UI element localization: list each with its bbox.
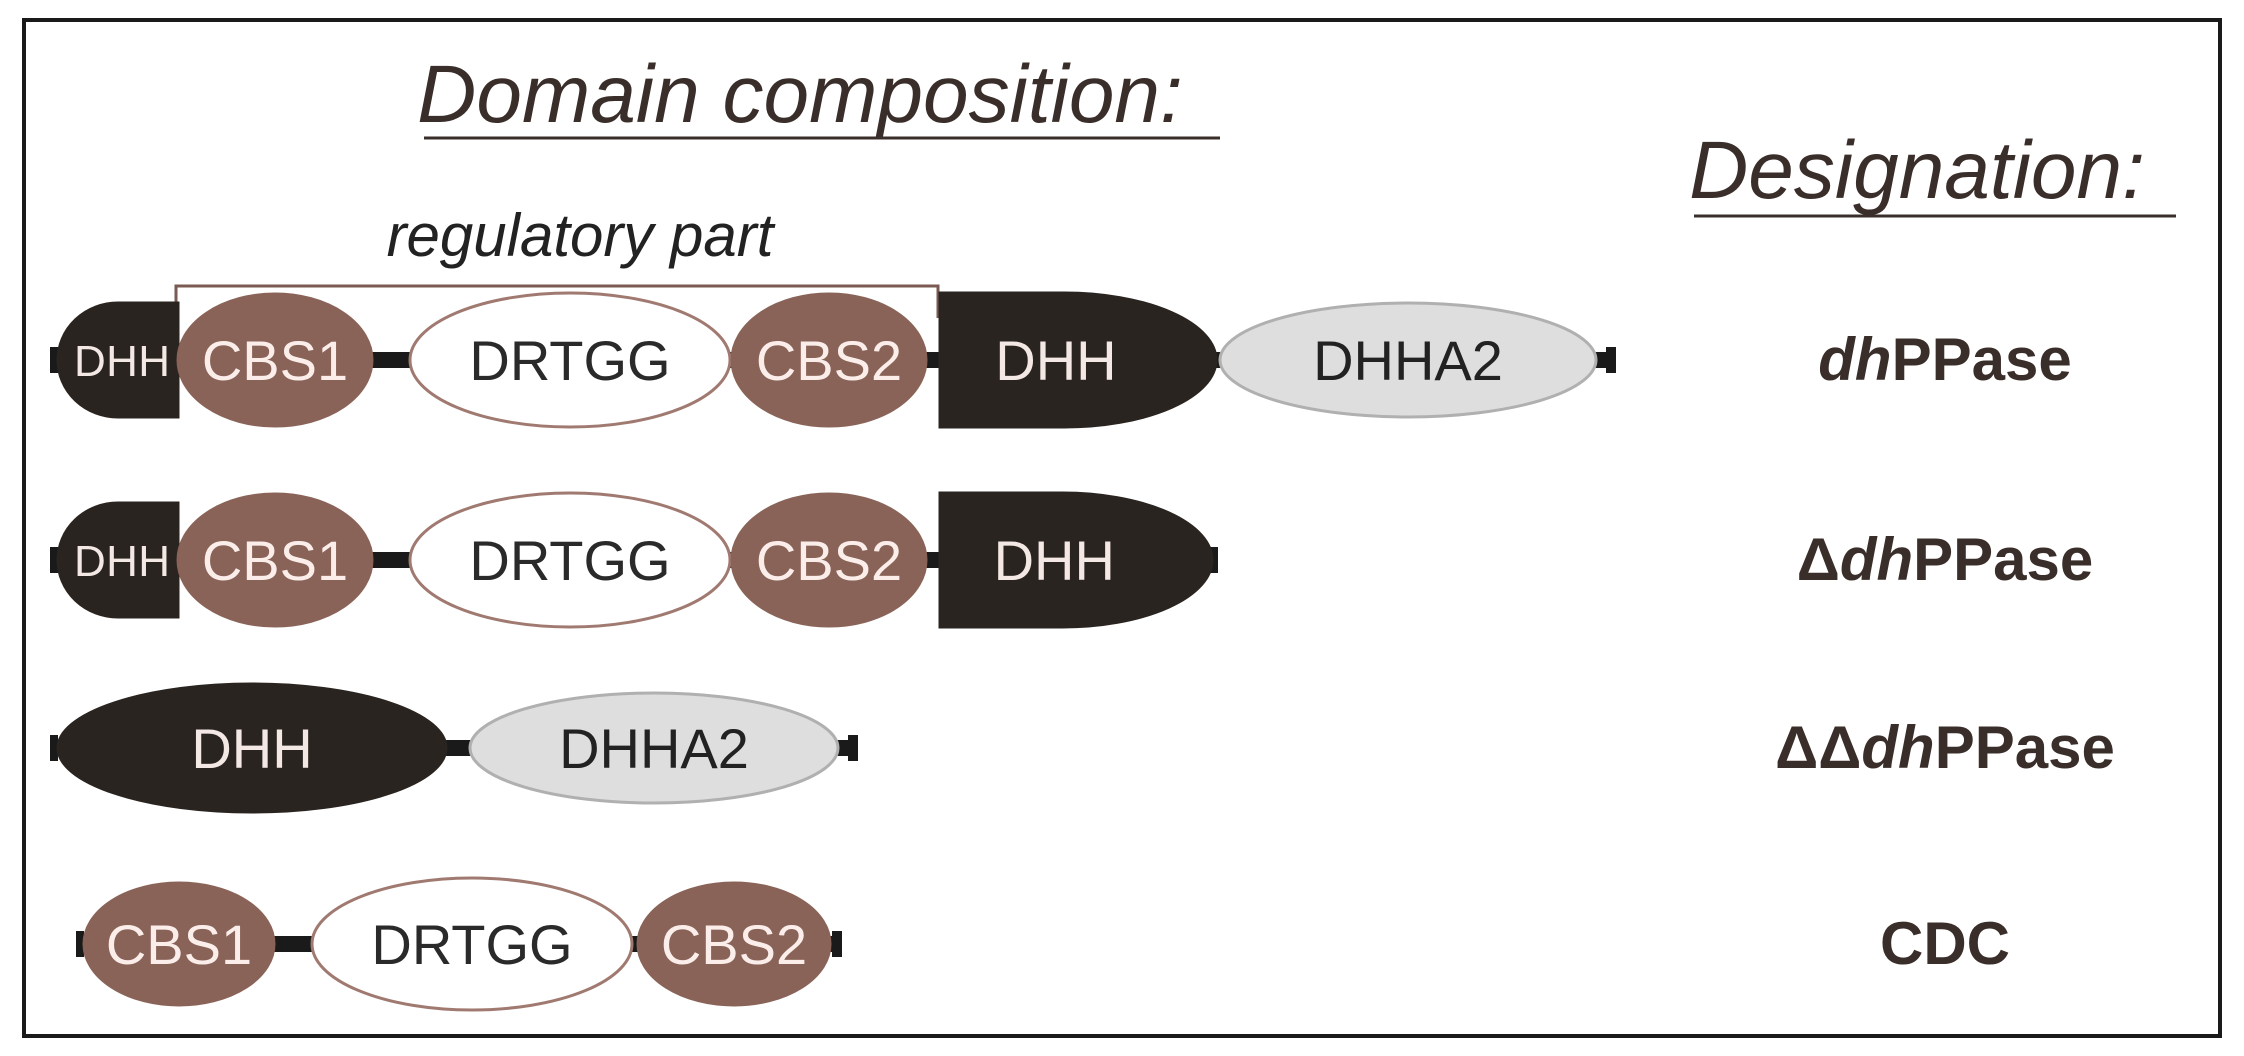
domain-label-cbs1: CBS1	[106, 913, 252, 976]
terminus-c	[1606, 347, 1616, 373]
domain-cbs2-shape	[636, 881, 832, 1007]
domain-cbs2-shape	[730, 492, 928, 628]
domain-label-dhh: DHH	[74, 537, 170, 586]
domain-cbs1-shape	[82, 881, 276, 1007]
domain-label-drtgg: DRTGG	[469, 529, 670, 592]
construct-row-delta-delta-dhppase: DHH DHHA2 ΔΔdhPPase	[50, 682, 2115, 814]
construct-row-delta-dhppase: DHH CBS1 DRTGG CBS2 DHH ΔdhPPase	[50, 491, 2094, 629]
regulatory-part-label: regulatory part	[387, 202, 776, 269]
domain-label-dhh: DHH	[994, 529, 1115, 592]
domain-dhh-shape	[938, 491, 1214, 629]
domain-label-cbs2: CBS2	[756, 329, 902, 392]
designation-delta-delta-dhppase: ΔΔdhPPase	[1775, 714, 2115, 781]
designation-prefix: Δ	[1797, 526, 1840, 593]
designation-italic: dh	[1861, 714, 1934, 781]
designation-suffix: PPase	[1892, 326, 2072, 393]
domain-drtgg-shape	[408, 291, 732, 429]
domain-label-dhh: DHH	[191, 717, 312, 780]
domain-dhha2-shape	[1218, 301, 1598, 419]
designation-heading: Designation:	[1689, 125, 2145, 216]
domain-label-cbs1: CBS1	[202, 529, 348, 592]
designation-suffix: PPase	[1935, 714, 2115, 781]
domain-dhh-shape	[56, 301, 180, 419]
terminus-n	[50, 735, 58, 761]
designation-delta-dhppase: ΔdhPPase	[1797, 526, 2094, 593]
designation-prefix: ΔΔ	[1775, 714, 1861, 781]
domain-label-cbs2: CBS2	[756, 529, 902, 592]
domain-dhh-shape	[56, 501, 180, 619]
domain-drtgg-shape	[408, 491, 732, 629]
domain-label-cbs1: CBS1	[202, 329, 348, 392]
designation-cdc: CDC	[1880, 910, 2010, 977]
domain-label-dhha2: DHHA2	[1313, 329, 1503, 392]
construct-row-cdc: CBS1 DRTGG CBS2 CDC	[76, 876, 2010, 1012]
terminus-n	[76, 931, 84, 957]
domain-dhh-shape	[56, 682, 448, 814]
domain-label-dhh: DHH	[74, 337, 170, 386]
terminus-c	[832, 931, 842, 957]
domain-label-drtgg: DRTGG	[469, 329, 670, 392]
domain-dhh-shape	[938, 291, 1218, 429]
domain-composition-title: Domain composition:	[417, 49, 1183, 140]
domain-label-cbs2: CBS2	[661, 913, 807, 976]
domain-drtgg-shape	[310, 876, 634, 1012]
terminus-n	[50, 347, 58, 373]
domain-cbs1-shape	[176, 292, 374, 428]
terminus-c	[848, 735, 858, 761]
terminus-n	[50, 547, 58, 573]
domain-dhha2-shape	[468, 691, 840, 805]
designation-italic: dh	[1818, 326, 1891, 393]
domain-label-dhha2: DHHA2	[559, 717, 749, 780]
domain-label-dhh: DHH	[995, 329, 1116, 392]
designation-italic: dh	[1840, 526, 1913, 593]
designation-suffix: CDC	[1880, 910, 2010, 977]
construct-row-dhppase: DHH CBS1 DRTGG CBS2 DHH DHHA2 dhPPase	[50, 291, 2072, 429]
designation-dhppase: dhPPase	[1818, 326, 2071, 393]
domain-cbs2-shape	[730, 292, 928, 428]
domain-label-drtgg: DRTGG	[371, 913, 572, 976]
domain-cbs1-shape	[176, 492, 374, 628]
designation-suffix: PPase	[1913, 526, 2093, 593]
